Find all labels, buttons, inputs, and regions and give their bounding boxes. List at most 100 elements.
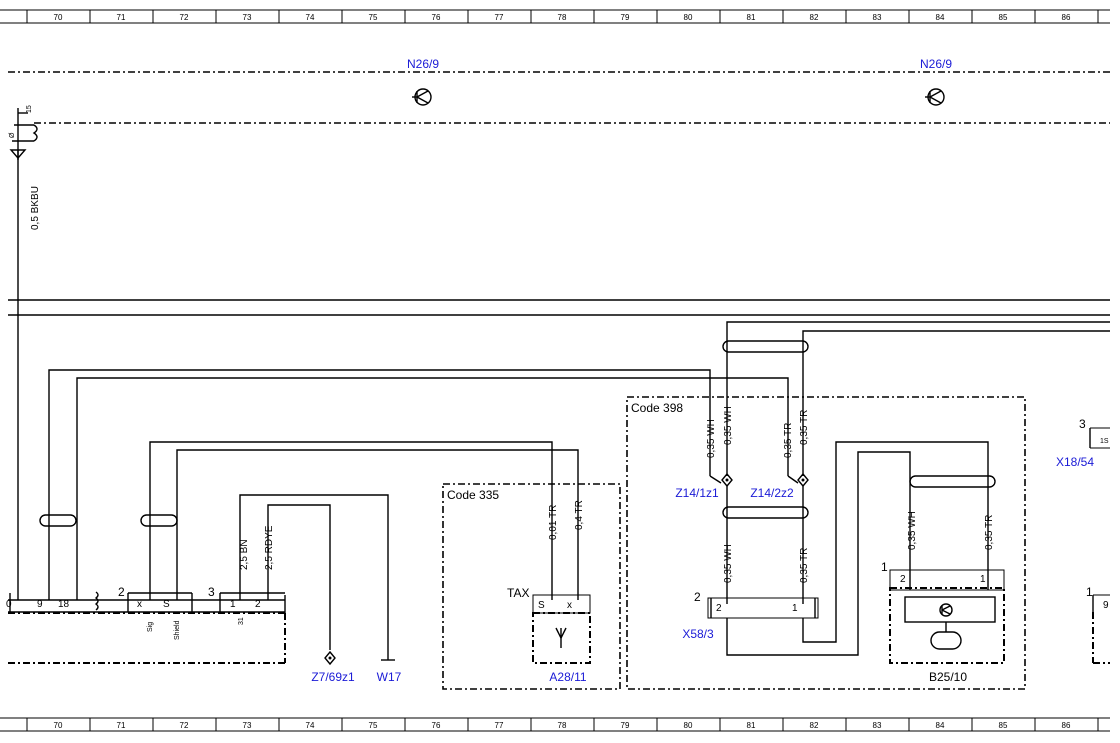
grid-label: 73 bbox=[243, 13, 252, 22]
wire-label: 0,35 TR bbox=[783, 423, 794, 458]
grid-labels-top: 70 71 72 73 74 75 76 77 78 79 80 81 82 8… bbox=[54, 13, 1071, 22]
speaker-icon bbox=[930, 631, 962, 650]
grid-label: 76 bbox=[432, 13, 441, 22]
wire-label: 0,35 TR bbox=[984, 515, 995, 550]
grid-ruler-top bbox=[0, 9, 1110, 24]
pin-label: 1 bbox=[980, 574, 986, 585]
grid-label: 81 bbox=[747, 13, 756, 22]
z14-1z1-junction bbox=[721, 472, 733, 488]
pin-label: 2 bbox=[900, 574, 906, 585]
grid-label: 72 bbox=[180, 721, 189, 730]
grid-label: 73 bbox=[243, 721, 252, 730]
b25-10-component: 1 2 1 bbox=[881, 560, 1005, 664]
grid-ruler-bottom bbox=[0, 717, 1110, 732]
pin-label: 1 bbox=[792, 603, 798, 614]
z14-2z2-label[interactable]: Z14/2z2 bbox=[750, 486, 794, 500]
right-partial-module: 1 9 bbox=[1086, 585, 1110, 664]
wire-label: 0,35 WH bbox=[723, 406, 734, 445]
pin-label: S bbox=[538, 600, 545, 611]
pin-label: 18 bbox=[58, 599, 70, 610]
n26-9-label-left[interactable]: N26/9 bbox=[407, 57, 439, 71]
grid-label: 79 bbox=[621, 13, 630, 22]
a28-11-label[interactable]: A28/11 bbox=[549, 670, 586, 684]
shield-sleeve bbox=[722, 506, 809, 519]
pin-31-label: 31 bbox=[238, 617, 245, 625]
grid-label: 81 bbox=[747, 721, 756, 730]
grid-label: 77 bbox=[495, 13, 504, 22]
n26-9-module: N26/9 N26/9 bbox=[8, 57, 1110, 124]
grid-label: 75 bbox=[369, 721, 378, 730]
pin-label: 1S bbox=[1100, 438, 1109, 445]
x18-54-connector: 3 1S bbox=[1079, 417, 1110, 449]
connector-number: 2 bbox=[694, 590, 701, 604]
grid-label: 82 bbox=[810, 13, 819, 22]
pin-label: 9 bbox=[37, 599, 43, 610]
x58-3-label[interactable]: X58/3 bbox=[682, 627, 714, 641]
connector-number: 3 bbox=[1079, 417, 1086, 431]
x18-54-label[interactable]: X18/54 bbox=[1056, 455, 1094, 469]
wire-label: 0,35 WH bbox=[723, 544, 734, 583]
code-398-box: Code 398 bbox=[626, 396, 1026, 690]
x58-3-connector: 2 1 2 bbox=[694, 590, 819, 619]
grid-label: 74 bbox=[306, 13, 315, 22]
wire-tr-001-label: 0,01 TR bbox=[548, 505, 559, 540]
grid-label: 82 bbox=[810, 721, 819, 730]
code-398-wiring bbox=[709, 321, 1110, 656]
z14-2z2-junction bbox=[797, 472, 809, 488]
pin-label: 0 bbox=[6, 599, 12, 610]
wire-label: 0,35 TR bbox=[799, 548, 810, 583]
grid-label: 71 bbox=[117, 13, 126, 22]
tax-label: TAX bbox=[507, 586, 529, 600]
grid-label: 75 bbox=[369, 13, 378, 22]
grid-label: 74 bbox=[306, 721, 315, 730]
connector-number: 3 bbox=[208, 585, 215, 599]
z7-69z1-label[interactable]: Z7/69z1 bbox=[311, 670, 355, 684]
pin-shield-label: Shield bbox=[174, 620, 181, 640]
z7-69z1-junction bbox=[324, 650, 336, 666]
z14-1z1-label[interactable]: Z14/1z1 bbox=[675, 486, 719, 500]
connector-number: 2 bbox=[118, 585, 125, 599]
wire-bn-label: 2,5 BN bbox=[239, 539, 250, 570]
w17-label[interactable]: W17 bbox=[377, 670, 402, 684]
grid-label: 86 bbox=[1062, 721, 1071, 730]
transistor-icon bbox=[412, 88, 432, 106]
antenna-icon bbox=[555, 627, 567, 648]
pin-label: 9 bbox=[1103, 600, 1109, 611]
grid-label: 76 bbox=[432, 721, 441, 730]
pin-sig-label: Sig bbox=[147, 622, 154, 632]
pin-label: 1 bbox=[230, 599, 236, 610]
grid-label: 72 bbox=[180, 13, 189, 22]
shield-sleeve bbox=[909, 475, 996, 488]
wire-label: 0,35 WH bbox=[907, 511, 918, 550]
grid-label: 84 bbox=[936, 13, 945, 22]
pin-e-label: Ø bbox=[9, 132, 16, 138]
wire-tr-04-label: 0,4 TR bbox=[574, 500, 585, 530]
b25-10-label[interactable]: B25/10 bbox=[929, 670, 967, 684]
code-335-box: Code 335 TAX S x A28/11 bbox=[442, 483, 621, 690]
code-398-label: Code 398 bbox=[631, 401, 683, 415]
grid-label: 80 bbox=[684, 13, 693, 22]
wire-label: 0,35 WH bbox=[706, 419, 717, 458]
grid-label: 70 bbox=[54, 721, 63, 730]
connector-number: 1 bbox=[881, 560, 888, 574]
grid-label: 78 bbox=[558, 721, 567, 730]
wire-bkbu-label: 0,5 BKBU bbox=[30, 186, 41, 230]
code-335-label: Code 335 bbox=[447, 488, 499, 502]
grid-label: 80 bbox=[684, 721, 693, 730]
grid-label: 71 bbox=[117, 721, 126, 730]
sensor-icon bbox=[939, 603, 953, 617]
pin-15-label: 15 bbox=[26, 105, 33, 113]
pin-label: 2 bbox=[255, 599, 261, 610]
left-connector-block: 0 9 18 x S Sig Shield 1 2 31 2 3 bbox=[6, 585, 286, 664]
grid-label: 79 bbox=[621, 721, 630, 730]
grid-label: 86 bbox=[1062, 13, 1071, 22]
n26-9-label-right[interactable]: N26/9 bbox=[920, 57, 952, 71]
grid-labels-bottom: 70 71 72 73 74 75 76 77 78 79 80 81 82 8… bbox=[54, 721, 1071, 730]
shield-sleeve bbox=[39, 514, 77, 527]
pin-label: x bbox=[137, 599, 142, 610]
shield-sleeve bbox=[722, 340, 809, 353]
grid-label: 77 bbox=[495, 721, 504, 730]
pin-label: x bbox=[567, 600, 572, 611]
grid-label: 83 bbox=[873, 13, 882, 22]
